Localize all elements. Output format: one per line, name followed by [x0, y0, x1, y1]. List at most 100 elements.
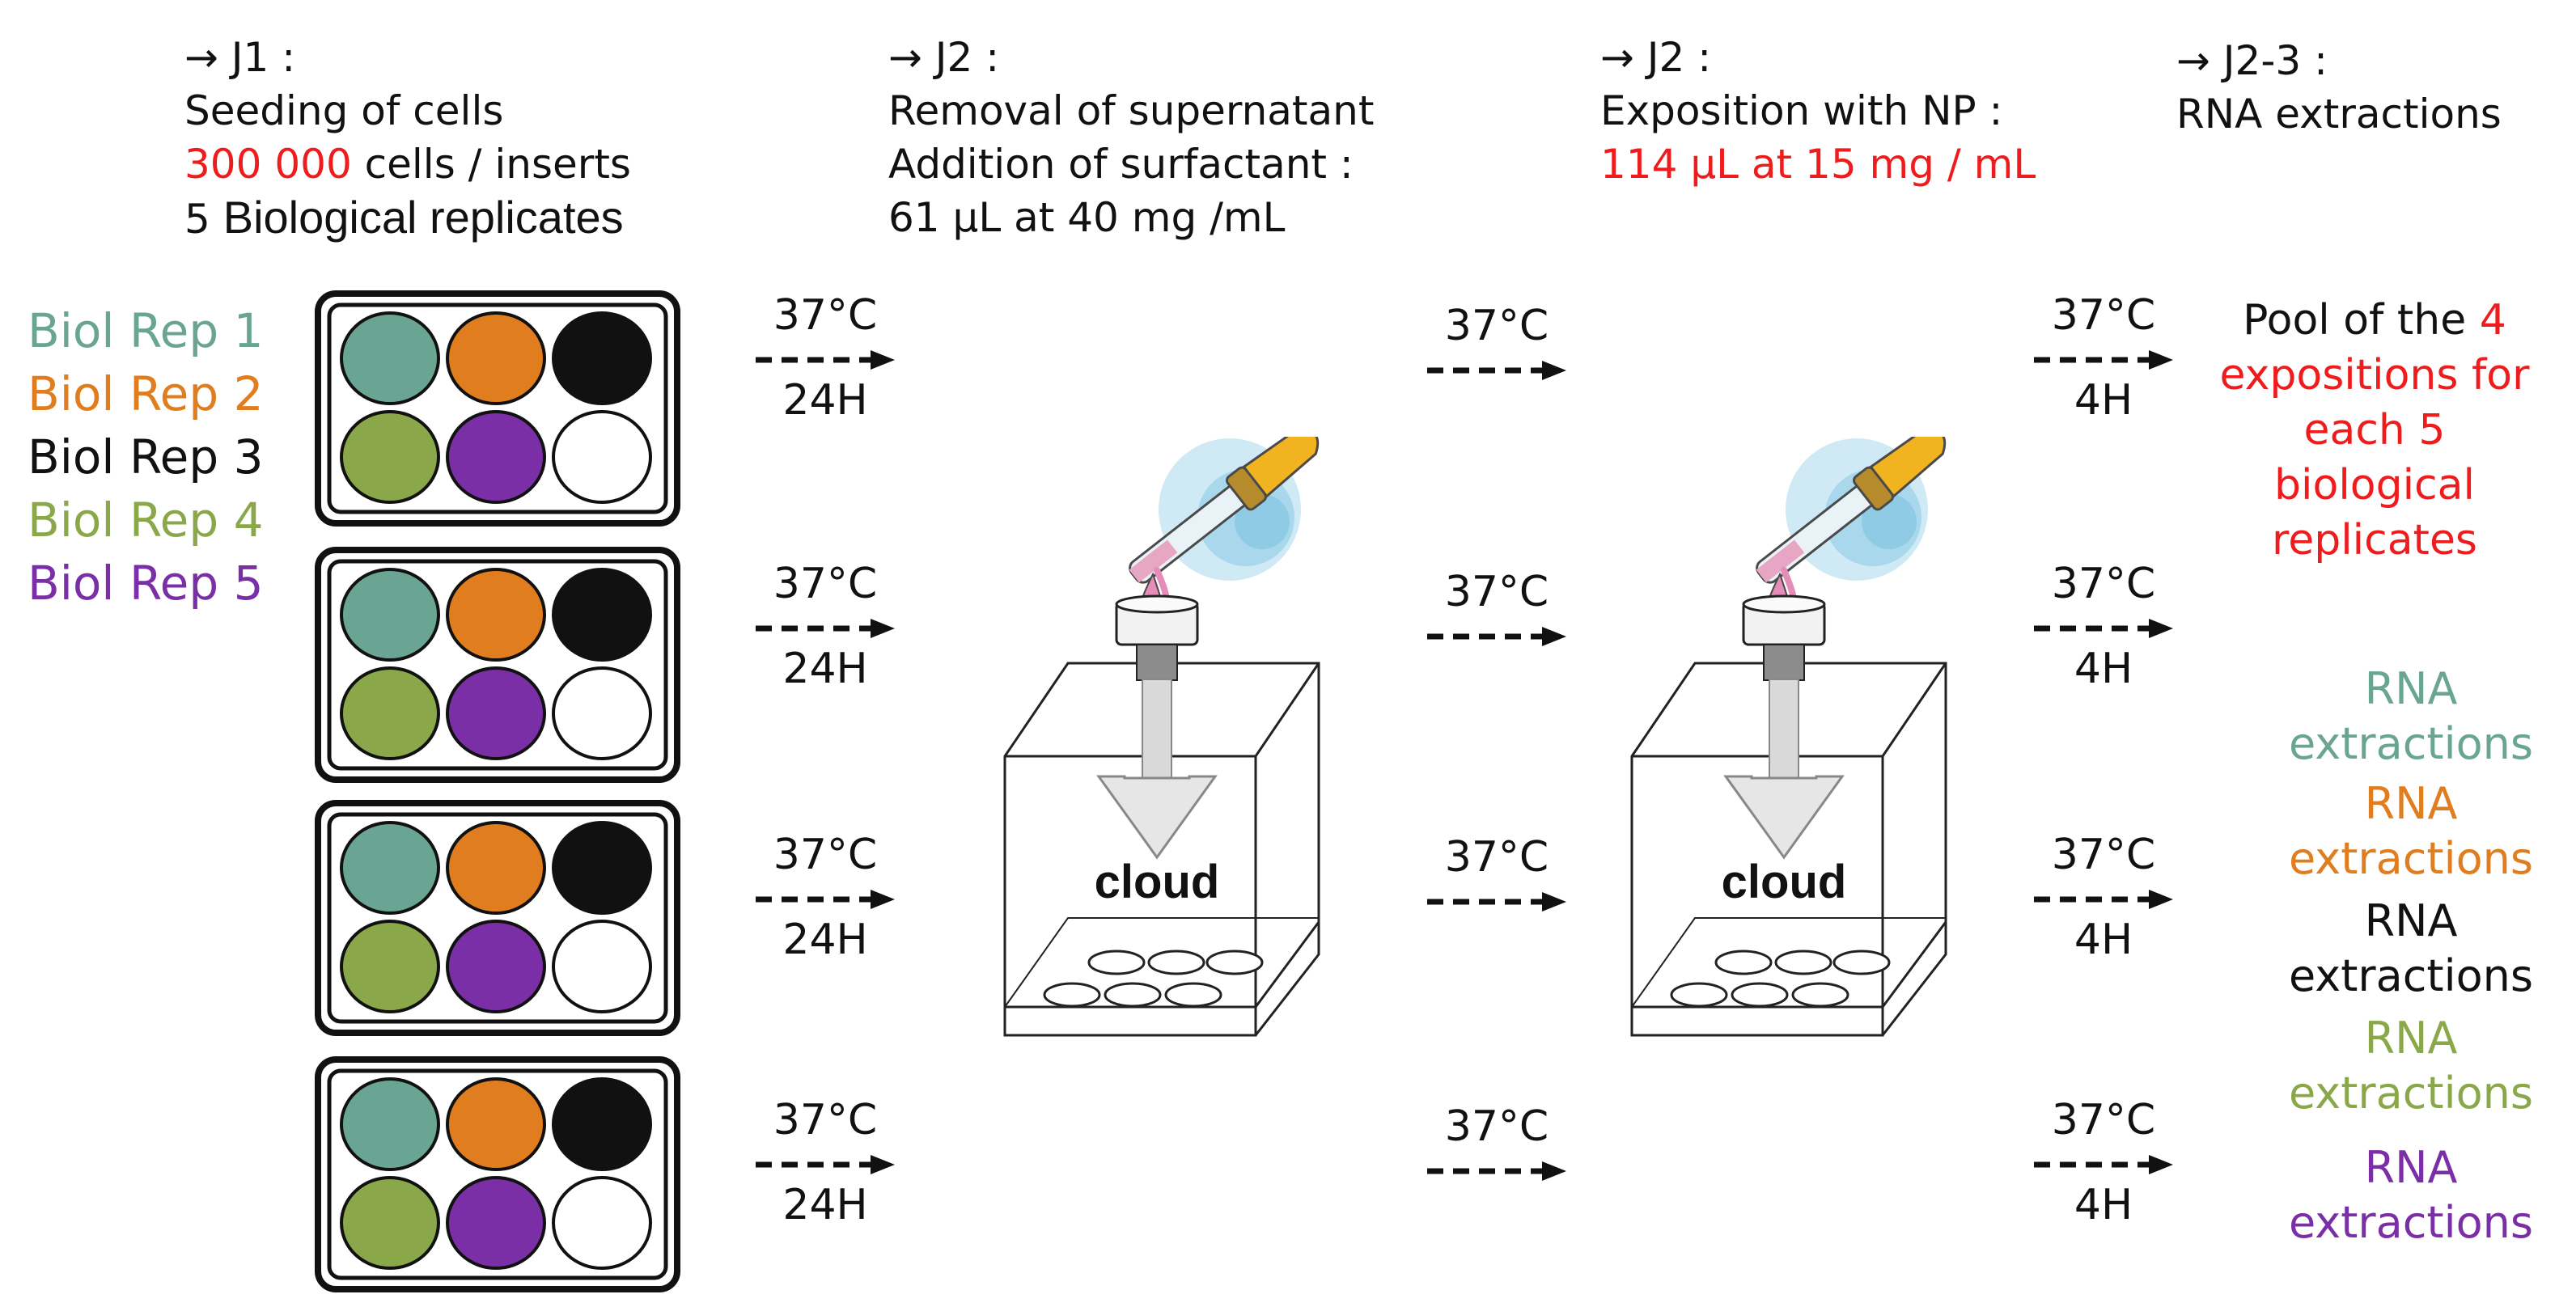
incubation-arrow	[756, 1155, 895, 1174]
plate-inner-frame	[327, 1068, 668, 1280]
rna-line2: extractions	[2289, 833, 2533, 884]
well-6	[552, 410, 652, 504]
pipette-icon	[1756, 437, 1947, 626]
np-dose: 114 µL at 15 mg / mL	[1600, 141, 2036, 188]
well-3	[552, 1077, 652, 1171]
well-1	[340, 821, 440, 915]
well-4	[340, 1176, 440, 1270]
rna-line1: RNA	[2364, 895, 2458, 946]
cloud-label: cloud	[1095, 856, 1220, 908]
legend-rep5: Biol Rep 5	[28, 556, 264, 611]
legend-rep1: Biol Rep 1	[28, 303, 264, 358]
temperature-label: 37°C	[1444, 833, 1549, 882]
temperature-label: 37°C	[2051, 831, 2156, 879]
rna-line2: extractions	[2289, 950, 2533, 1001]
step-j1-line2: 300 000 cells / inserts	[184, 137, 631, 191]
temperature-label: 37°C	[773, 560, 878, 608]
step-j2a-header: → J2 :	[888, 34, 1000, 81]
well-4	[340, 410, 440, 504]
duration-label: 4H	[2074, 916, 2133, 964]
well-2	[446, 1077, 546, 1171]
replicate-count: 5	[184, 196, 223, 243]
rna-line1: RNA	[2364, 663, 2458, 714]
incubation-arrow	[2034, 890, 2173, 909]
well-2	[446, 311, 546, 405]
step-j1-header: → J1 :	[184, 34, 296, 81]
well-6	[552, 1176, 652, 1270]
step-j2-3: → J2-3 : RNA extractions	[2176, 34, 2502, 141]
incubation-arrow	[756, 890, 895, 909]
temperature-label: 37°C	[2051, 291, 2156, 340]
step-j23-header: → J2-3 :	[2176, 37, 2328, 84]
exposure-chamber-1: cloud	[1003, 437, 1320, 1037]
pool-prefix: Pool of the	[2243, 296, 2480, 345]
well-1	[340, 1077, 440, 1171]
temperature-label: 37°C	[773, 1096, 878, 1144]
temperature-label: 37°C	[773, 291, 878, 340]
rna-line1: RNA	[2364, 778, 2458, 829]
well-5	[446, 666, 546, 760]
well-plate-2	[315, 547, 680, 783]
incubation-arrow	[756, 619, 895, 638]
incubation-arrow	[1427, 361, 1566, 380]
well-4	[340, 666, 440, 760]
pool-note: Pool of the 4 expositions for each 5 bio…	[2201, 293, 2548, 568]
nebulizer-head	[1723, 594, 1845, 860]
incubation-arrow	[2034, 350, 2173, 370]
wells-bottom	[1670, 950, 1891, 1008]
well-3	[552, 568, 652, 662]
step-j1-line3: 5 Biological replicates	[184, 191, 631, 246]
temperature-label: 37°C	[2051, 560, 2156, 608]
temperature-label: 37°C	[773, 831, 878, 879]
incubation-arrow	[1427, 627, 1566, 646]
duration-label: 24H	[782, 645, 868, 693]
step-j2-exposition: → J2 : Exposition with NP : 114 µL at 15…	[1600, 31, 2036, 191]
cell-count: 300 000	[184, 141, 352, 188]
well-6	[552, 666, 652, 760]
well-plate-4	[315, 1056, 680, 1292]
well-6	[552, 920, 652, 1013]
rna-line1: RNA	[2364, 1142, 2458, 1193]
duration-label: 4H	[2074, 1181, 2133, 1229]
rna-line2: extractions	[2289, 1068, 2533, 1119]
duration-label: 4H	[2074, 645, 2133, 693]
well-4	[340, 920, 440, 1013]
incubation-arrow	[756, 350, 895, 370]
rna-line2: extractions	[2289, 718, 2533, 769]
rna-line1: RNA	[2364, 1013, 2458, 1064]
rna-line2: extractions	[2289, 1197, 2533, 1248]
step-j2a-line2: Addition of surfactant :	[888, 141, 1354, 188]
plate-inner-frame	[327, 559, 668, 771]
pool-rest: expositions for each 5 biological replic…	[2219, 351, 2530, 565]
replicate-legend: Biol Rep 1 Biol Rep 2 Biol Rep 3 Biol Re…	[28, 299, 263, 615]
step-j2b-header: → J2 :	[1600, 34, 1712, 81]
step-j2a-line1: Removal of supernatant	[888, 87, 1375, 134]
incubation-arrow	[1427, 1161, 1566, 1181]
well-plate-1	[315, 290, 680, 527]
legend-rep3: Biol Rep 3	[28, 429, 264, 484]
step-j1: → J1 : Seeding of cells 300 000 cells / …	[184, 31, 631, 246]
temperature-label: 37°C	[1444, 302, 1549, 350]
well-5	[446, 1176, 546, 1270]
step-j2a-line3: 61 µL at 40 mg /mL	[888, 194, 1286, 241]
temperature-label: 37°C	[2051, 1096, 2156, 1144]
well-5	[446, 920, 546, 1013]
step-j2b-line1: Exposition with NP :	[1600, 87, 2003, 134]
temperature-label: 37°C	[1444, 568, 1549, 616]
duration-label: 24H	[782, 916, 868, 964]
duration-label: 4H	[2074, 376, 2133, 425]
step-j2-surfactant: → J2 : Removal of supernatant Addition o…	[888, 31, 1374, 244]
cell-count-suffix: cells / inserts	[351, 141, 631, 188]
step-j1-line1: Seeding of cells	[184, 87, 504, 134]
wells-bottom	[1043, 950, 1264, 1008]
nebulizer-head	[1096, 594, 1218, 860]
well-3	[552, 311, 652, 405]
well-1	[340, 568, 440, 662]
duration-label: 24H	[782, 1181, 868, 1229]
plate-inner-frame	[327, 812, 668, 1024]
pool-count: 4	[2479, 296, 2506, 345]
